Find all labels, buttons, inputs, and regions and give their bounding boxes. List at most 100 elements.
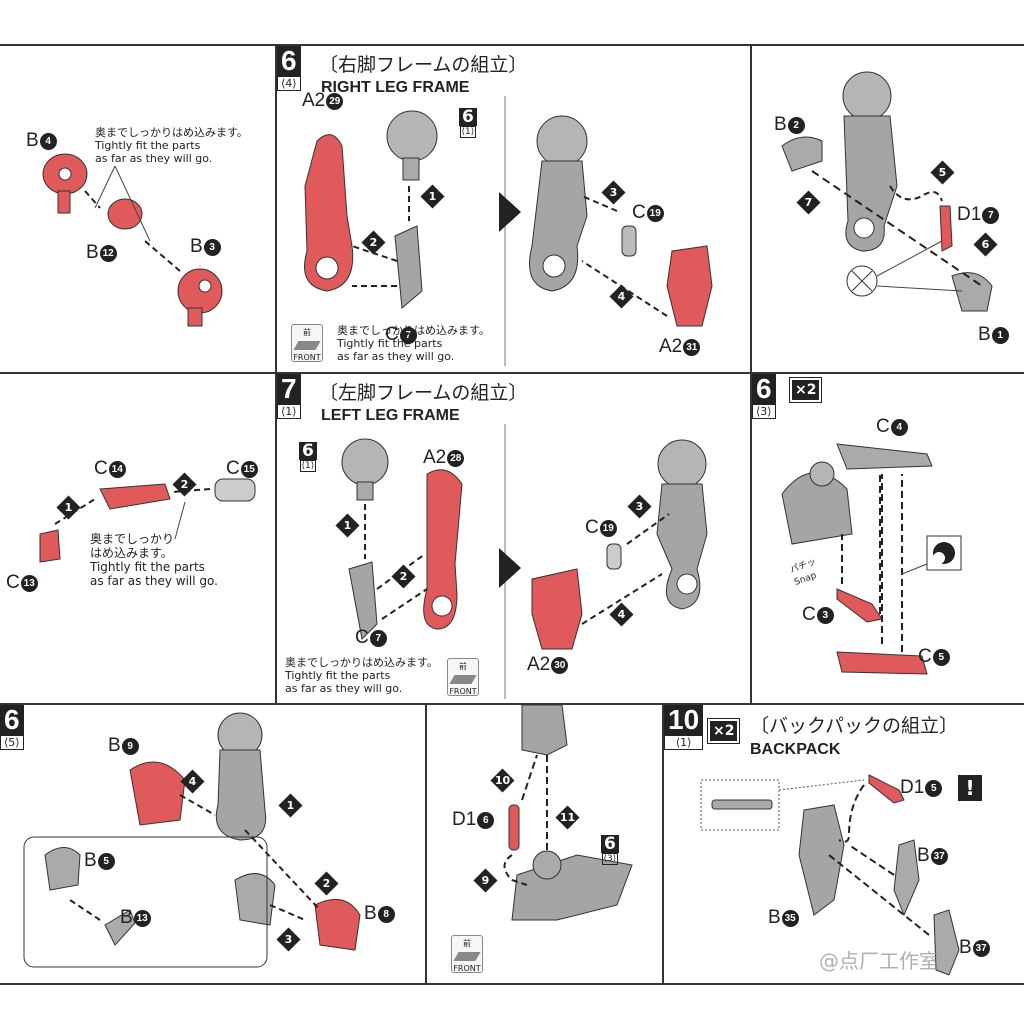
part-number: 37	[930, 847, 948, 865]
part-letter: C	[226, 458, 240, 479]
part-number: 12	[99, 244, 117, 262]
multiplier-badge: ×2	[788, 377, 823, 403]
part-letter: B	[774, 114, 787, 135]
part-letter: C	[585, 517, 599, 538]
arrow-number: 9	[481, 874, 490, 887]
part-number: 5	[932, 648, 950, 666]
arrow-number: 4	[617, 608, 626, 621]
part-number: 13	[20, 574, 38, 592]
front-en: FRONT	[453, 964, 481, 973]
part-number: 6	[477, 811, 495, 829]
part-letter: B	[84, 850, 97, 871]
step-arrow-6: 6	[973, 232, 998, 257]
step-title-en: BACKPACK	[750, 741, 841, 758]
part-number: 13	[133, 909, 151, 927]
step-number-value: 6	[277, 46, 301, 76]
step-number: 6⟨3⟩	[752, 374, 776, 419]
step-arrow-11: 11	[555, 805, 580, 830]
arrow-number: 3	[284, 933, 293, 946]
part-number: 7	[369, 629, 387, 647]
arrow-number: 2	[399, 570, 408, 583]
part-number: 8	[377, 905, 395, 923]
front-en: FRONT	[293, 353, 321, 362]
part-number: 15	[240, 460, 258, 478]
step-title-jp: 〔右脚フレームの組立〕	[319, 54, 528, 76]
step-number: 10⟨1⟩	[664, 705, 704, 750]
note-en-2: as far as they will go.	[90, 574, 218, 588]
part-letter: A2	[302, 90, 326, 111]
part-letter: B	[768, 907, 781, 928]
parts-illustration	[503, 705, 633, 921]
part-letter: C	[876, 416, 890, 437]
part-letter: A2	[527, 654, 551, 675]
step-reference-badge: 6⟨3⟩	[601, 835, 619, 865]
part-letter: C	[94, 458, 108, 479]
part-letter: B	[120, 907, 133, 928]
arrow-number: 1	[286, 799, 295, 812]
arrow-number: 1	[428, 190, 437, 203]
arrow-number: 1	[64, 501, 73, 514]
part-letter: D1	[957, 204, 982, 225]
note-jp: 奥までしっかりはめ込みます。	[95, 126, 248, 139]
arrow-number: 7	[804, 196, 813, 209]
step-number-value: 6	[752, 374, 776, 404]
note-jp-b: はめ込みます。	[90, 546, 173, 560]
step-sub: ⟨1⟩	[664, 735, 704, 750]
step-sub: ⟨1⟩	[277, 404, 301, 419]
part-letter: B	[959, 937, 972, 958]
step-arrow-7: 7	[796, 190, 821, 215]
parts-illustration	[781, 71, 993, 312]
parts-illustration	[42, 153, 223, 327]
parts-illustration	[700, 774, 960, 976]
front-jp: 前	[459, 662, 467, 671]
part-letter: C	[918, 646, 932, 667]
step-arrow-4: 4	[609, 284, 634, 309]
next-step-arrow-icon	[499, 548, 521, 588]
step-arrow-3: 3	[601, 180, 626, 205]
part-number: 4	[39, 132, 57, 150]
part-number: 14	[108, 460, 126, 478]
arrow-number: 2	[369, 236, 378, 249]
part-letter: C	[385, 324, 399, 345]
step-number-value: 10	[664, 705, 704, 735]
part-letter: B	[26, 130, 39, 151]
arrow-number: 4	[188, 775, 197, 788]
step-arrow-2: 2	[314, 871, 339, 896]
step-number: 6⟨5⟩	[0, 705, 24, 750]
note-en-1: Tightly fit the parts	[95, 139, 201, 152]
step-reference-badge: 6⟨1⟩	[299, 442, 317, 472]
step-arrow-5: 5	[930, 160, 955, 185]
arrow-number: 2	[180, 478, 189, 491]
part-letter: D1	[900, 777, 925, 798]
part-number: 5	[97, 852, 115, 870]
part-number: 28	[447, 449, 465, 467]
step-number-value: 6	[0, 705, 24, 735]
step-sub: ⟨5⟩	[0, 735, 24, 750]
